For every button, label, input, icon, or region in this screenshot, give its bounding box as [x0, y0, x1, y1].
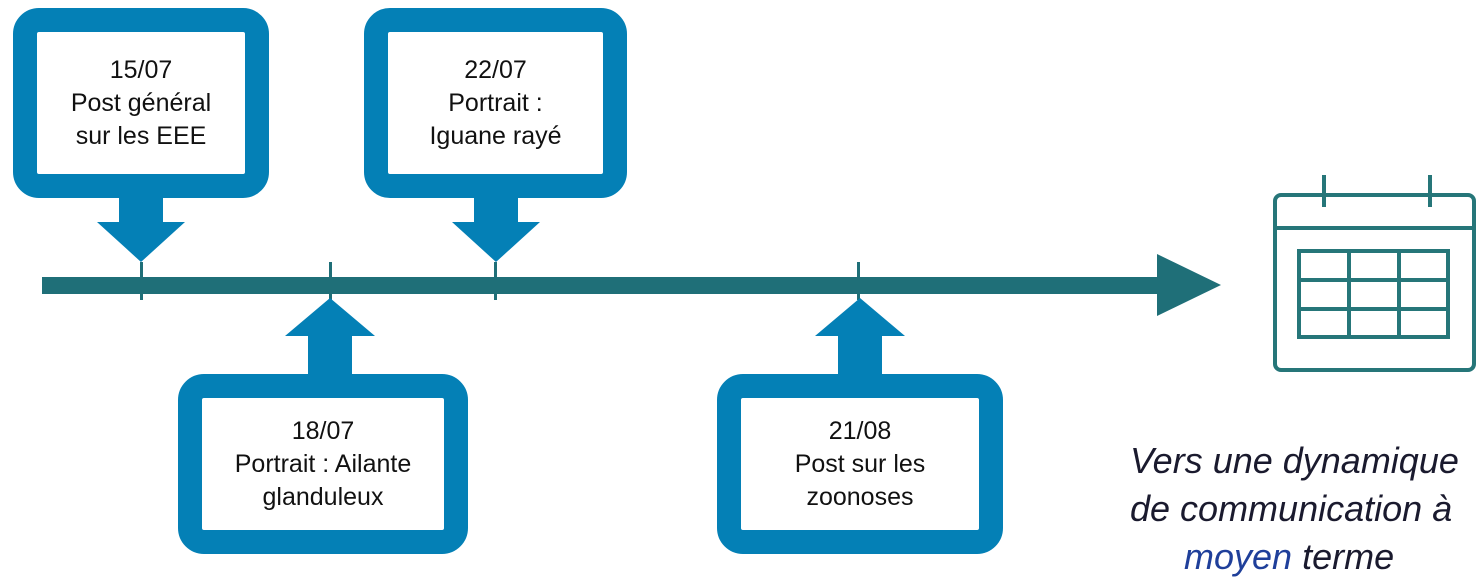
note-line3: moyen terme — [1130, 533, 1479, 581]
note-line1: Vers une dynamique — [1130, 440, 1459, 481]
calendar-icon — [1273, 175, 1476, 372]
event-title-line2: zoonoses — [806, 482, 914, 511]
event-callout: 22/07 Portrait : Iguane rayé — [364, 8, 627, 198]
tick-mark — [494, 262, 497, 300]
event-text: 18/07 Portrait : Ailante glanduleux — [235, 415, 411, 514]
event-text: 22/07 Portrait : Iguane rayé — [429, 54, 561, 153]
callout-pointer-up — [285, 298, 375, 382]
event-title-line2: glanduleux — [262, 482, 384, 511]
event-text: 21/08 Post sur les zoonoses — [795, 415, 926, 514]
event-date: 21/08 — [828, 416, 892, 445]
event-title-line1: Post sur les — [794, 449, 926, 478]
callout-pointer-down — [452, 195, 540, 262]
timeline-shaft — [42, 277, 1167, 294]
tick-mark — [857, 262, 860, 300]
communication-note: Vers une dynamique de communication à mo… — [1130, 437, 1479, 581]
timeline-arrowhead — [1157, 254, 1221, 316]
note-line2: de communication à — [1130, 488, 1453, 529]
callout-pointer-down — [97, 195, 185, 262]
event-title-line2: Iguane rayé — [429, 121, 562, 150]
note-line3-rest: terme — [1292, 536, 1395, 577]
event-text: 15/07 Post général sur les EEE — [71, 54, 211, 153]
event-title-line1: Portrait : — [448, 88, 543, 117]
event-title-line2: sur les EEE — [75, 121, 207, 150]
event-title-line1: Portrait : Ailante — [234, 449, 412, 478]
event-title-line1: Post général — [70, 88, 212, 117]
timeline-diagram: 15/07 Post général sur les EEE 22/07 Por… — [13, 8, 1476, 577]
tick-mark — [329, 262, 332, 300]
tick-mark — [140, 262, 143, 300]
event-callout: 15/07 Post général sur les EEE — [13, 8, 269, 198]
callout-pointer-up — [815, 298, 905, 382]
event-date: 15/07 — [109, 55, 173, 84]
event-callout: 18/07 Portrait : Ailante glanduleux — [178, 374, 468, 554]
event-date: 22/07 — [464, 55, 527, 84]
note-accent-word: moyen — [1184, 536, 1293, 577]
timeline-graphics — [42, 175, 1476, 382]
event-callout: 21/08 Post sur les zoonoses — [717, 374, 1003, 554]
event-date: 18/07 — [291, 416, 355, 445]
